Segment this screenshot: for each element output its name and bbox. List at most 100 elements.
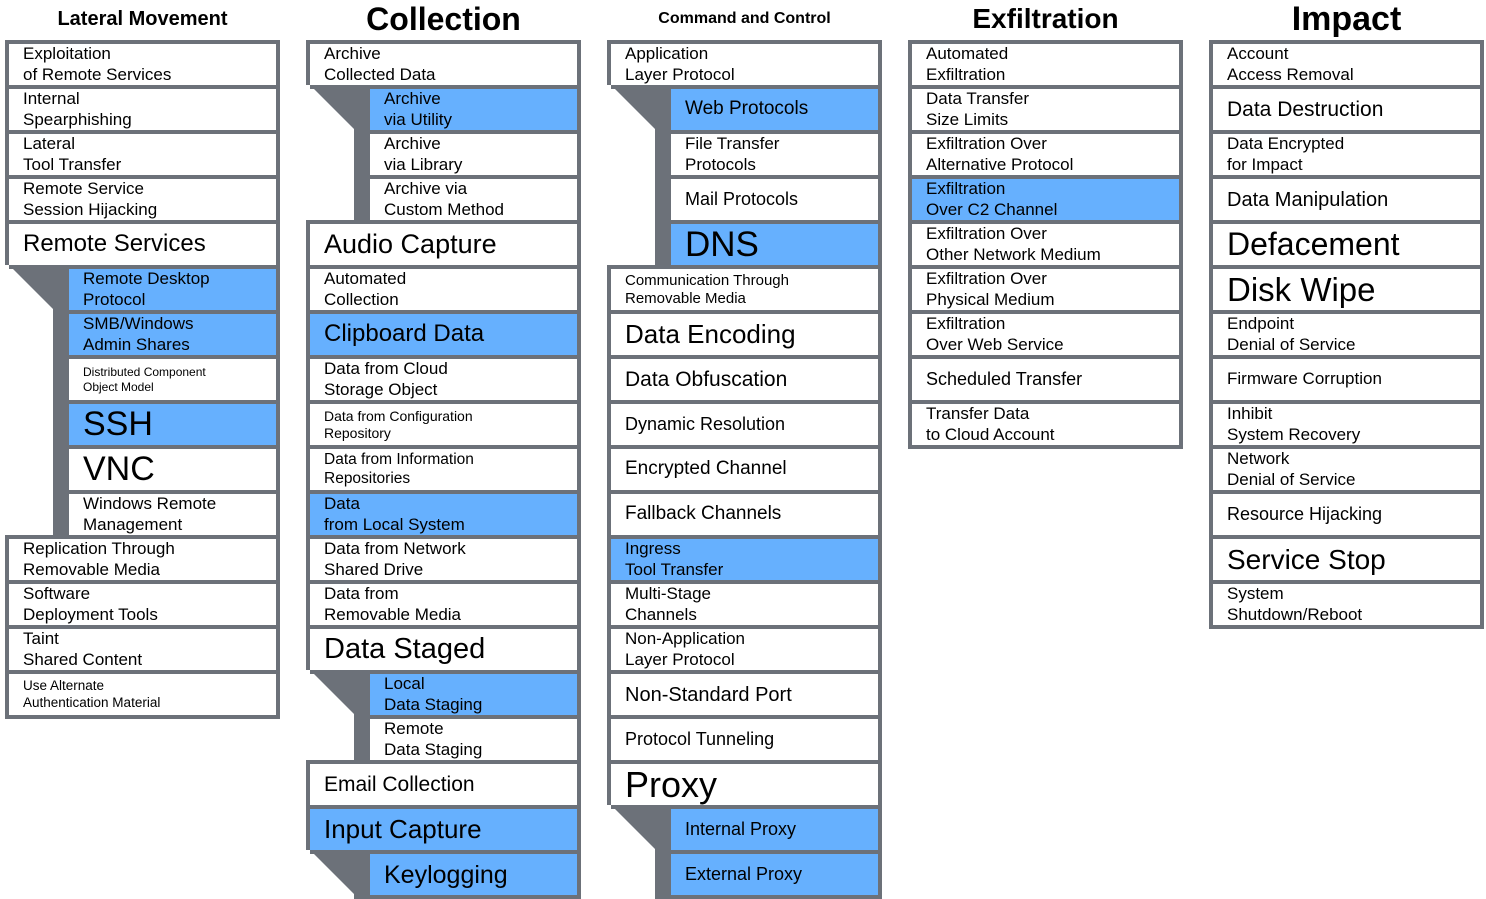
- technique-data-from-information-repositories[interactable]: Data from Information Repositories: [310, 449, 577, 490]
- technique-exploitation-of-remote-services[interactable]: Exploitation of Remote Services: [9, 44, 276, 85]
- technique-data-encrypted-for-impact[interactable]: Data Encrypted for Impact: [1213, 134, 1480, 175]
- subtechnique-windows-remote-management[interactable]: Windows Remote Management: [69, 494, 276, 535]
- technique-communication-through-removable-media[interactable]: Communication Through Removable Media: [611, 269, 878, 310]
- technique-row: Service Stop: [1209, 535, 1484, 580]
- technique-multi-stage-channels[interactable]: Multi-Stage Channels: [611, 584, 878, 625]
- technique-data-destruction[interactable]: Data Destruction: [1213, 89, 1480, 130]
- technique-non-standard-port[interactable]: Non-Standard Port: [611, 674, 878, 715]
- technique-fallback-channels[interactable]: Fallback Channels: [611, 494, 878, 535]
- technique-disk-wipe[interactable]: Disk Wipe: [1213, 269, 1480, 310]
- technique-inhibit-system-recovery[interactable]: Inhibit System Recovery: [1213, 404, 1480, 445]
- technique-firmware-corruption[interactable]: Firmware Corruption: [1213, 359, 1480, 400]
- technique-transfer-data-to-cloud-account[interactable]: Transfer Data to Cloud Account: [912, 404, 1179, 445]
- technique-service-stop[interactable]: Service Stop: [1213, 539, 1480, 580]
- technique-row: Email Collection: [306, 760, 581, 805]
- technique-clipboard-data[interactable]: Clipboard Data: [310, 314, 577, 355]
- technique-encrypted-channel[interactable]: Encrypted Channel: [611, 449, 878, 490]
- technique-remote-service-session-hijacking[interactable]: Remote Service Session Hijacking: [9, 179, 276, 220]
- subtechnique-connector: [306, 850, 370, 895]
- subtechnique-keylogging[interactable]: Keylogging: [370, 854, 577, 895]
- technique-data-encoding[interactable]: Data Encoding: [611, 314, 878, 355]
- technique-replication-through-removable-media[interactable]: Replication Through Removable Media: [9, 539, 276, 580]
- tactic-header-command-and-control: Command and Control: [658, 10, 831, 27]
- technique-resource-hijacking[interactable]: Resource Hijacking: [1213, 494, 1480, 535]
- subtechnique-smb-windows-admin-shares[interactable]: SMB/Windows Admin Shares: [69, 314, 276, 355]
- technique-application-layer-protocol[interactable]: Application Layer Protocol: [611, 44, 878, 85]
- technique-defacement[interactable]: Defacement: [1213, 224, 1480, 265]
- technique-archive-collected-data[interactable]: Archive Collected Data: [310, 44, 577, 85]
- technique-data-from-configuration-repository[interactable]: Data from Configuration Repository: [310, 404, 577, 445]
- technique-account-access-removal[interactable]: Account Access Removal: [1213, 44, 1480, 85]
- technique-taint-shared-content[interactable]: Taint Shared Content: [9, 629, 276, 670]
- technique-lateral-tool-transfer[interactable]: Lateral Tool Transfer: [9, 134, 276, 175]
- technique-system-shutdown-reboot[interactable]: System Shutdown/Reboot: [1213, 584, 1480, 625]
- technique-data-from-network-shared-drive[interactable]: Data from Network Shared Drive: [310, 539, 577, 580]
- technique-exfiltration-over-other-network-medium[interactable]: Exfiltration Over Other Network Medium: [912, 224, 1179, 265]
- technique-row: Application Layer Protocol: [607, 40, 882, 85]
- technique-audio-capture[interactable]: Audio Capture: [310, 224, 577, 265]
- subtechnique-file-transfer-protocols[interactable]: File Transfer Protocols: [671, 134, 878, 175]
- technique-automated-exfiltration[interactable]: Automated Exfiltration: [912, 44, 1179, 85]
- technique-automated-collection[interactable]: Automated Collection: [310, 269, 577, 310]
- technique-row: Encrypted Channel: [607, 445, 882, 490]
- technique-ingress-tool-transfer[interactable]: Ingress Tool Transfer: [611, 539, 878, 580]
- subtechnique-vnc[interactable]: VNC: [69, 449, 276, 490]
- technique-row: Resource Hijacking: [1209, 490, 1484, 535]
- subtechnique-row: VNC: [53, 445, 280, 490]
- subtechnique-web-protocols[interactable]: Web Protocols: [671, 89, 878, 130]
- subtechnique-mail-protocols[interactable]: Mail Protocols: [671, 179, 878, 220]
- technique-non-application-layer-protocol[interactable]: Non-Application Layer Protocol: [611, 629, 878, 670]
- technique-data-staged[interactable]: Data Staged: [310, 629, 577, 670]
- subtechnique-remote-desktop-protocol[interactable]: Remote Desktop Protocol: [69, 269, 276, 310]
- subtechnique-connector: [5, 265, 69, 310]
- technique-data-obfuscation[interactable]: Data Obfuscation: [611, 359, 878, 400]
- technique-row: Lateral Tool Transfer: [5, 130, 280, 175]
- technique-row: Fallback Channels: [607, 490, 882, 535]
- subtechnique-row: SMB/Windows Admin Shares: [53, 310, 280, 355]
- technique-data-from-removable-media[interactable]: Data from Removable Media: [310, 584, 577, 625]
- subtechnique-row: File Transfer Protocols: [655, 130, 882, 175]
- subtechnique-row: Archive via Library: [354, 130, 581, 175]
- technique-exfiltration-over-web-service[interactable]: Exfiltration Over Web Service: [912, 314, 1179, 355]
- technique-protocol-tunneling[interactable]: Protocol Tunneling: [611, 719, 878, 760]
- technique-proxy[interactable]: Proxy: [611, 764, 878, 805]
- subtechnique-internal-proxy[interactable]: Internal Proxy: [671, 809, 878, 850]
- technique-row: Exploitation of Remote Services: [5, 40, 280, 85]
- technique-use-alternate-authentication-material[interactable]: Use Alternate Authentication Material: [9, 674, 276, 715]
- technique-row: Remote Service Session Hijacking: [5, 175, 280, 220]
- technique-data-from-local-system[interactable]: Data from Local System: [310, 494, 577, 535]
- technique-data-manipulation[interactable]: Data Manipulation: [1213, 179, 1480, 220]
- technique-dynamic-resolution[interactable]: Dynamic Resolution: [611, 404, 878, 445]
- technique-row: Input Capture: [306, 805, 581, 850]
- technique-network-denial-of-service[interactable]: Network Denial of Service: [1213, 449, 1480, 490]
- technique-internal-spearphishing[interactable]: Internal Spearphishing: [9, 89, 276, 130]
- subtechnique-row: SSH: [53, 400, 280, 445]
- subtechnique-dns[interactable]: DNS: [671, 224, 878, 265]
- technique-row: Automated Exfiltration: [908, 40, 1183, 85]
- technique-email-collection[interactable]: Email Collection: [310, 764, 577, 805]
- subtechnique-row: Local Data Staging: [354, 670, 581, 715]
- technique-remote-services[interactable]: Remote Services: [9, 224, 276, 265]
- technique-input-capture[interactable]: Input Capture: [310, 809, 577, 850]
- technique-endpoint-denial-of-service[interactable]: Endpoint Denial of Service: [1213, 314, 1480, 355]
- technique-data-transfer-size-limits[interactable]: Data Transfer Size Limits: [912, 89, 1179, 130]
- subtechnique-archive-via-utility[interactable]: Archive via Utility: [370, 89, 577, 130]
- subtechnique-remote-data-staging[interactable]: Remote Data Staging: [370, 719, 577, 760]
- technique-exfiltration-over-alternative-protocol[interactable]: Exfiltration Over Alternative Protocol: [912, 134, 1179, 175]
- technique-row: Inhibit System Recovery: [1209, 400, 1484, 445]
- technique-scheduled-transfer[interactable]: Scheduled Transfer: [912, 359, 1179, 400]
- subtechnique-archive-via-custom-method[interactable]: Archive via Custom Method: [370, 179, 577, 220]
- subtechnique-external-proxy[interactable]: External Proxy: [671, 854, 878, 895]
- technique-exfiltration-over-c2-channel[interactable]: Exfiltration Over C2 Channel: [912, 179, 1179, 220]
- technique-row: Ingress Tool Transfer: [607, 535, 882, 580]
- subtechnique-ssh[interactable]: SSH: [69, 404, 276, 445]
- technique-row: Scheduled Transfer: [908, 355, 1183, 400]
- technique-row: Remote Services: [5, 220, 280, 265]
- subtechnique-distributed-component-object-model[interactable]: Distributed Component Object Model: [69, 359, 276, 400]
- technique-row: Replication Through Removable Media: [5, 535, 280, 580]
- subtechnique-local-data-staging[interactable]: Local Data Staging: [370, 674, 577, 715]
- technique-software-deployment-tools[interactable]: Software Deployment Tools: [9, 584, 276, 625]
- technique-data-from-cloud-storage-object[interactable]: Data from Cloud Storage Object: [310, 359, 577, 400]
- technique-exfiltration-over-physical-medium[interactable]: Exfiltration Over Physical Medium: [912, 269, 1179, 310]
- subtechnique-archive-via-library[interactable]: Archive via Library: [370, 134, 577, 175]
